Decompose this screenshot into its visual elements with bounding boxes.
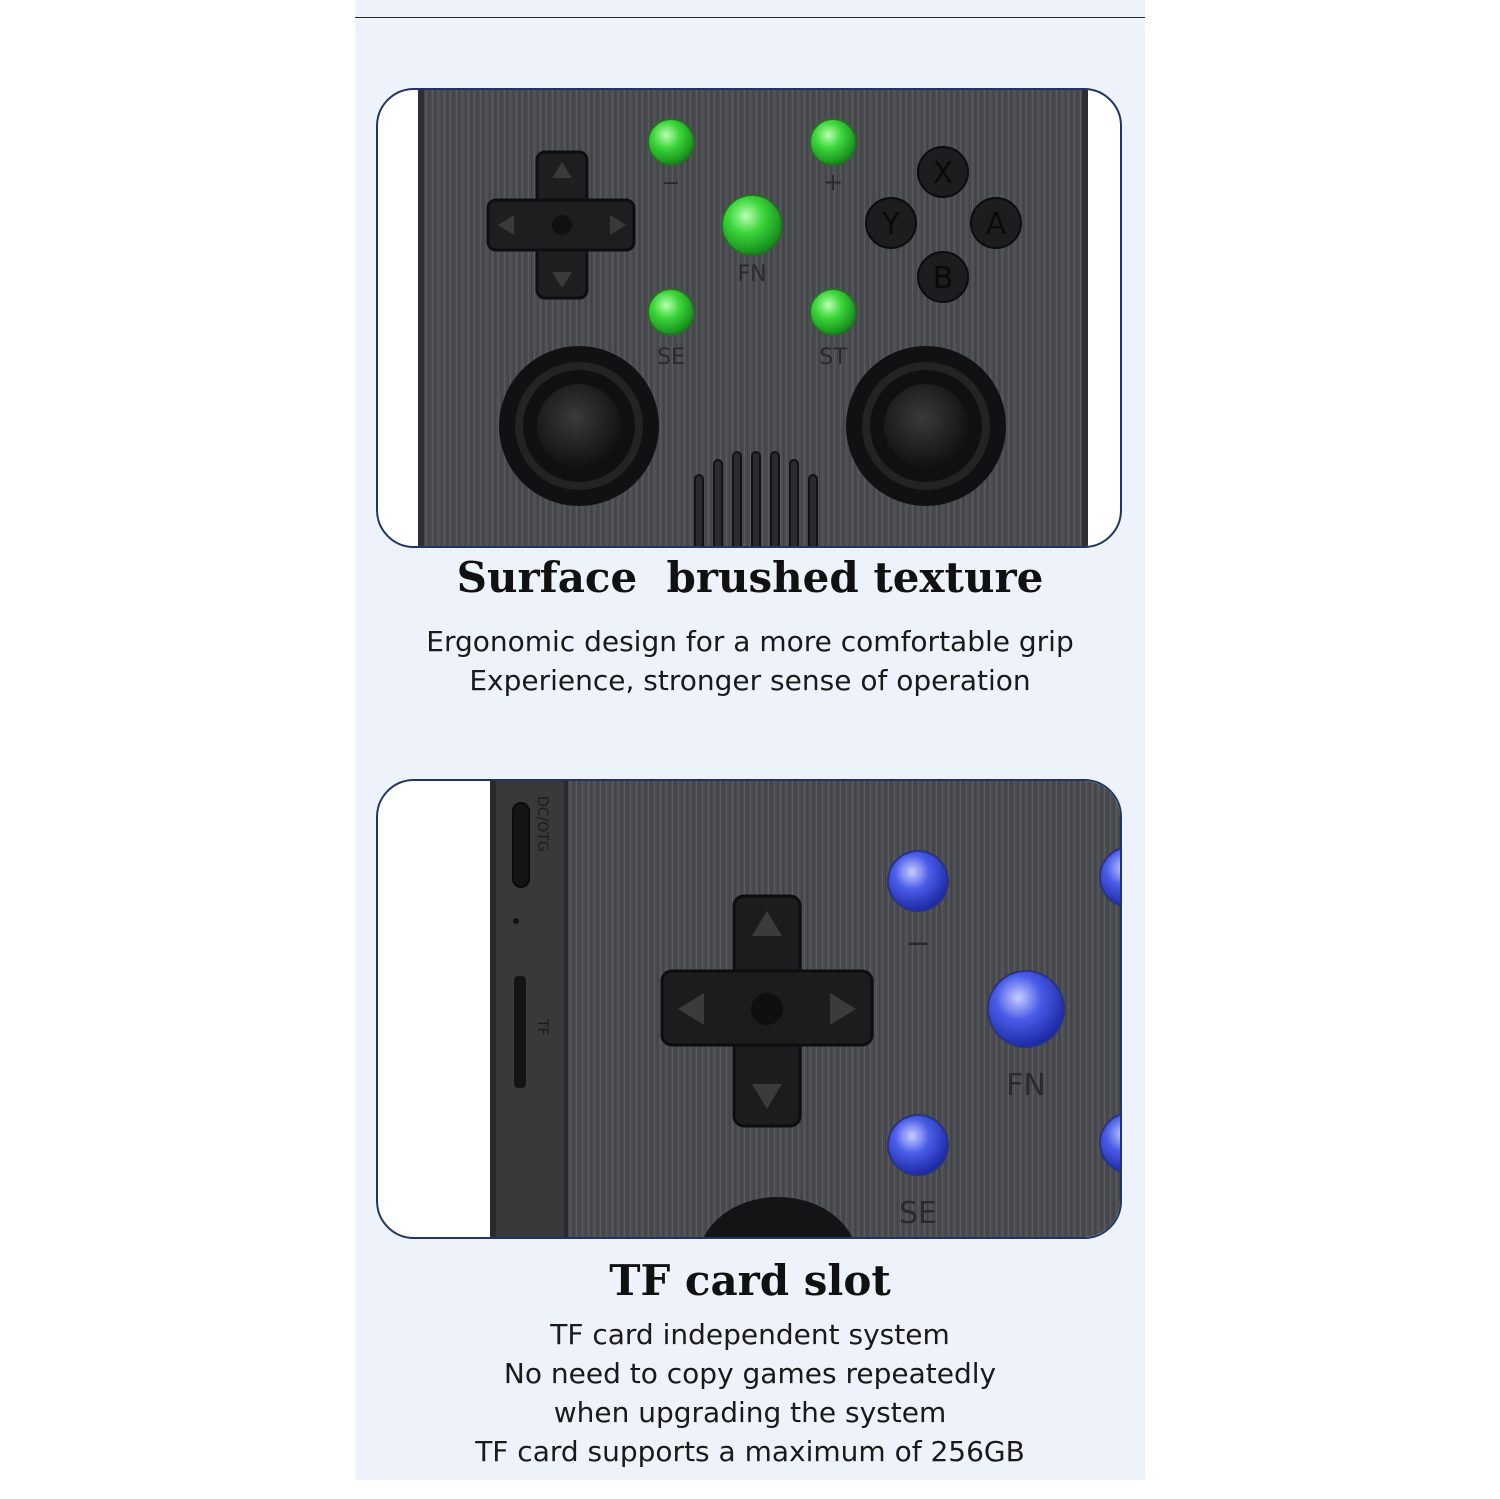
port-label: DC/OTG: [534, 796, 550, 852]
description-line: when upgrading the system: [553, 1396, 947, 1429]
dpad-icon: [486, 150, 636, 300]
tf-card-slot-image: DC/OTG TF − FN SE: [376, 779, 1122, 1239]
right-joystick-icon: [846, 346, 1006, 506]
svg-text:Y: Y: [881, 207, 901, 242]
select-button: [887, 1114, 949, 1176]
fn-label: FN: [1006, 1068, 1046, 1103]
x-button: [917, 146, 969, 198]
description-line: No need to copy games repeatedly: [503, 1357, 997, 1390]
start-button: [1099, 1113, 1120, 1173]
start-button: [809, 288, 857, 336]
speaker-grille-icon: [694, 451, 818, 546]
select-button: [647, 288, 695, 336]
select-label: SE: [657, 345, 685, 370]
section-description-surface: Ergonomic design for a more comfortable …: [355, 622, 1145, 700]
plus-button: [809, 118, 857, 166]
minus-label: −: [662, 171, 680, 196]
left-joystick-icon: [499, 346, 659, 506]
left-joystick-icon: [703, 1197, 853, 1237]
description-line: TF card independent system: [550, 1318, 950, 1351]
section-title-surface: Surface brushed texture: [456, 553, 1044, 602]
fn-button: [987, 970, 1065, 1048]
plus-button: [1099, 847, 1120, 907]
section-description-tf-card: TF card independent system No need to co…: [355, 1315, 1145, 1471]
tf-slot-icon: [514, 976, 526, 1088]
fn-label: FN: [737, 262, 766, 287]
description-line: Experience, stronger sense of operation: [469, 664, 1031, 697]
usb-port-icon: [512, 802, 530, 888]
dpad-icon: [660, 894, 874, 1128]
svg-text:X: X: [933, 156, 954, 191]
surface-texture-image: − + FN SE ST X Y A B: [376, 88, 1122, 548]
top-divider: [355, 17, 1145, 18]
svg-text:B: B: [933, 261, 954, 296]
minus-button: [887, 850, 949, 912]
a-button: [970, 197, 1022, 249]
section-title-tf-card: TF card slot: [609, 1256, 891, 1305]
svg-text:A: A: [986, 207, 1007, 242]
minus-button: [647, 118, 695, 166]
select-label: SE: [899, 1196, 937, 1231]
b-button: [917, 251, 969, 303]
y-button: [865, 197, 917, 249]
description-line: Ergonomic design for a more comfortable …: [426, 625, 1074, 658]
minus-label: −: [905, 926, 930, 961]
plus-label: +: [823, 168, 843, 196]
fn-button: [721, 194, 783, 256]
start-label: ST: [819, 345, 847, 370]
slot-label: TF: [534, 1018, 550, 1036]
description-line: TF card supports a maximum of 256GB: [475, 1435, 1025, 1468]
